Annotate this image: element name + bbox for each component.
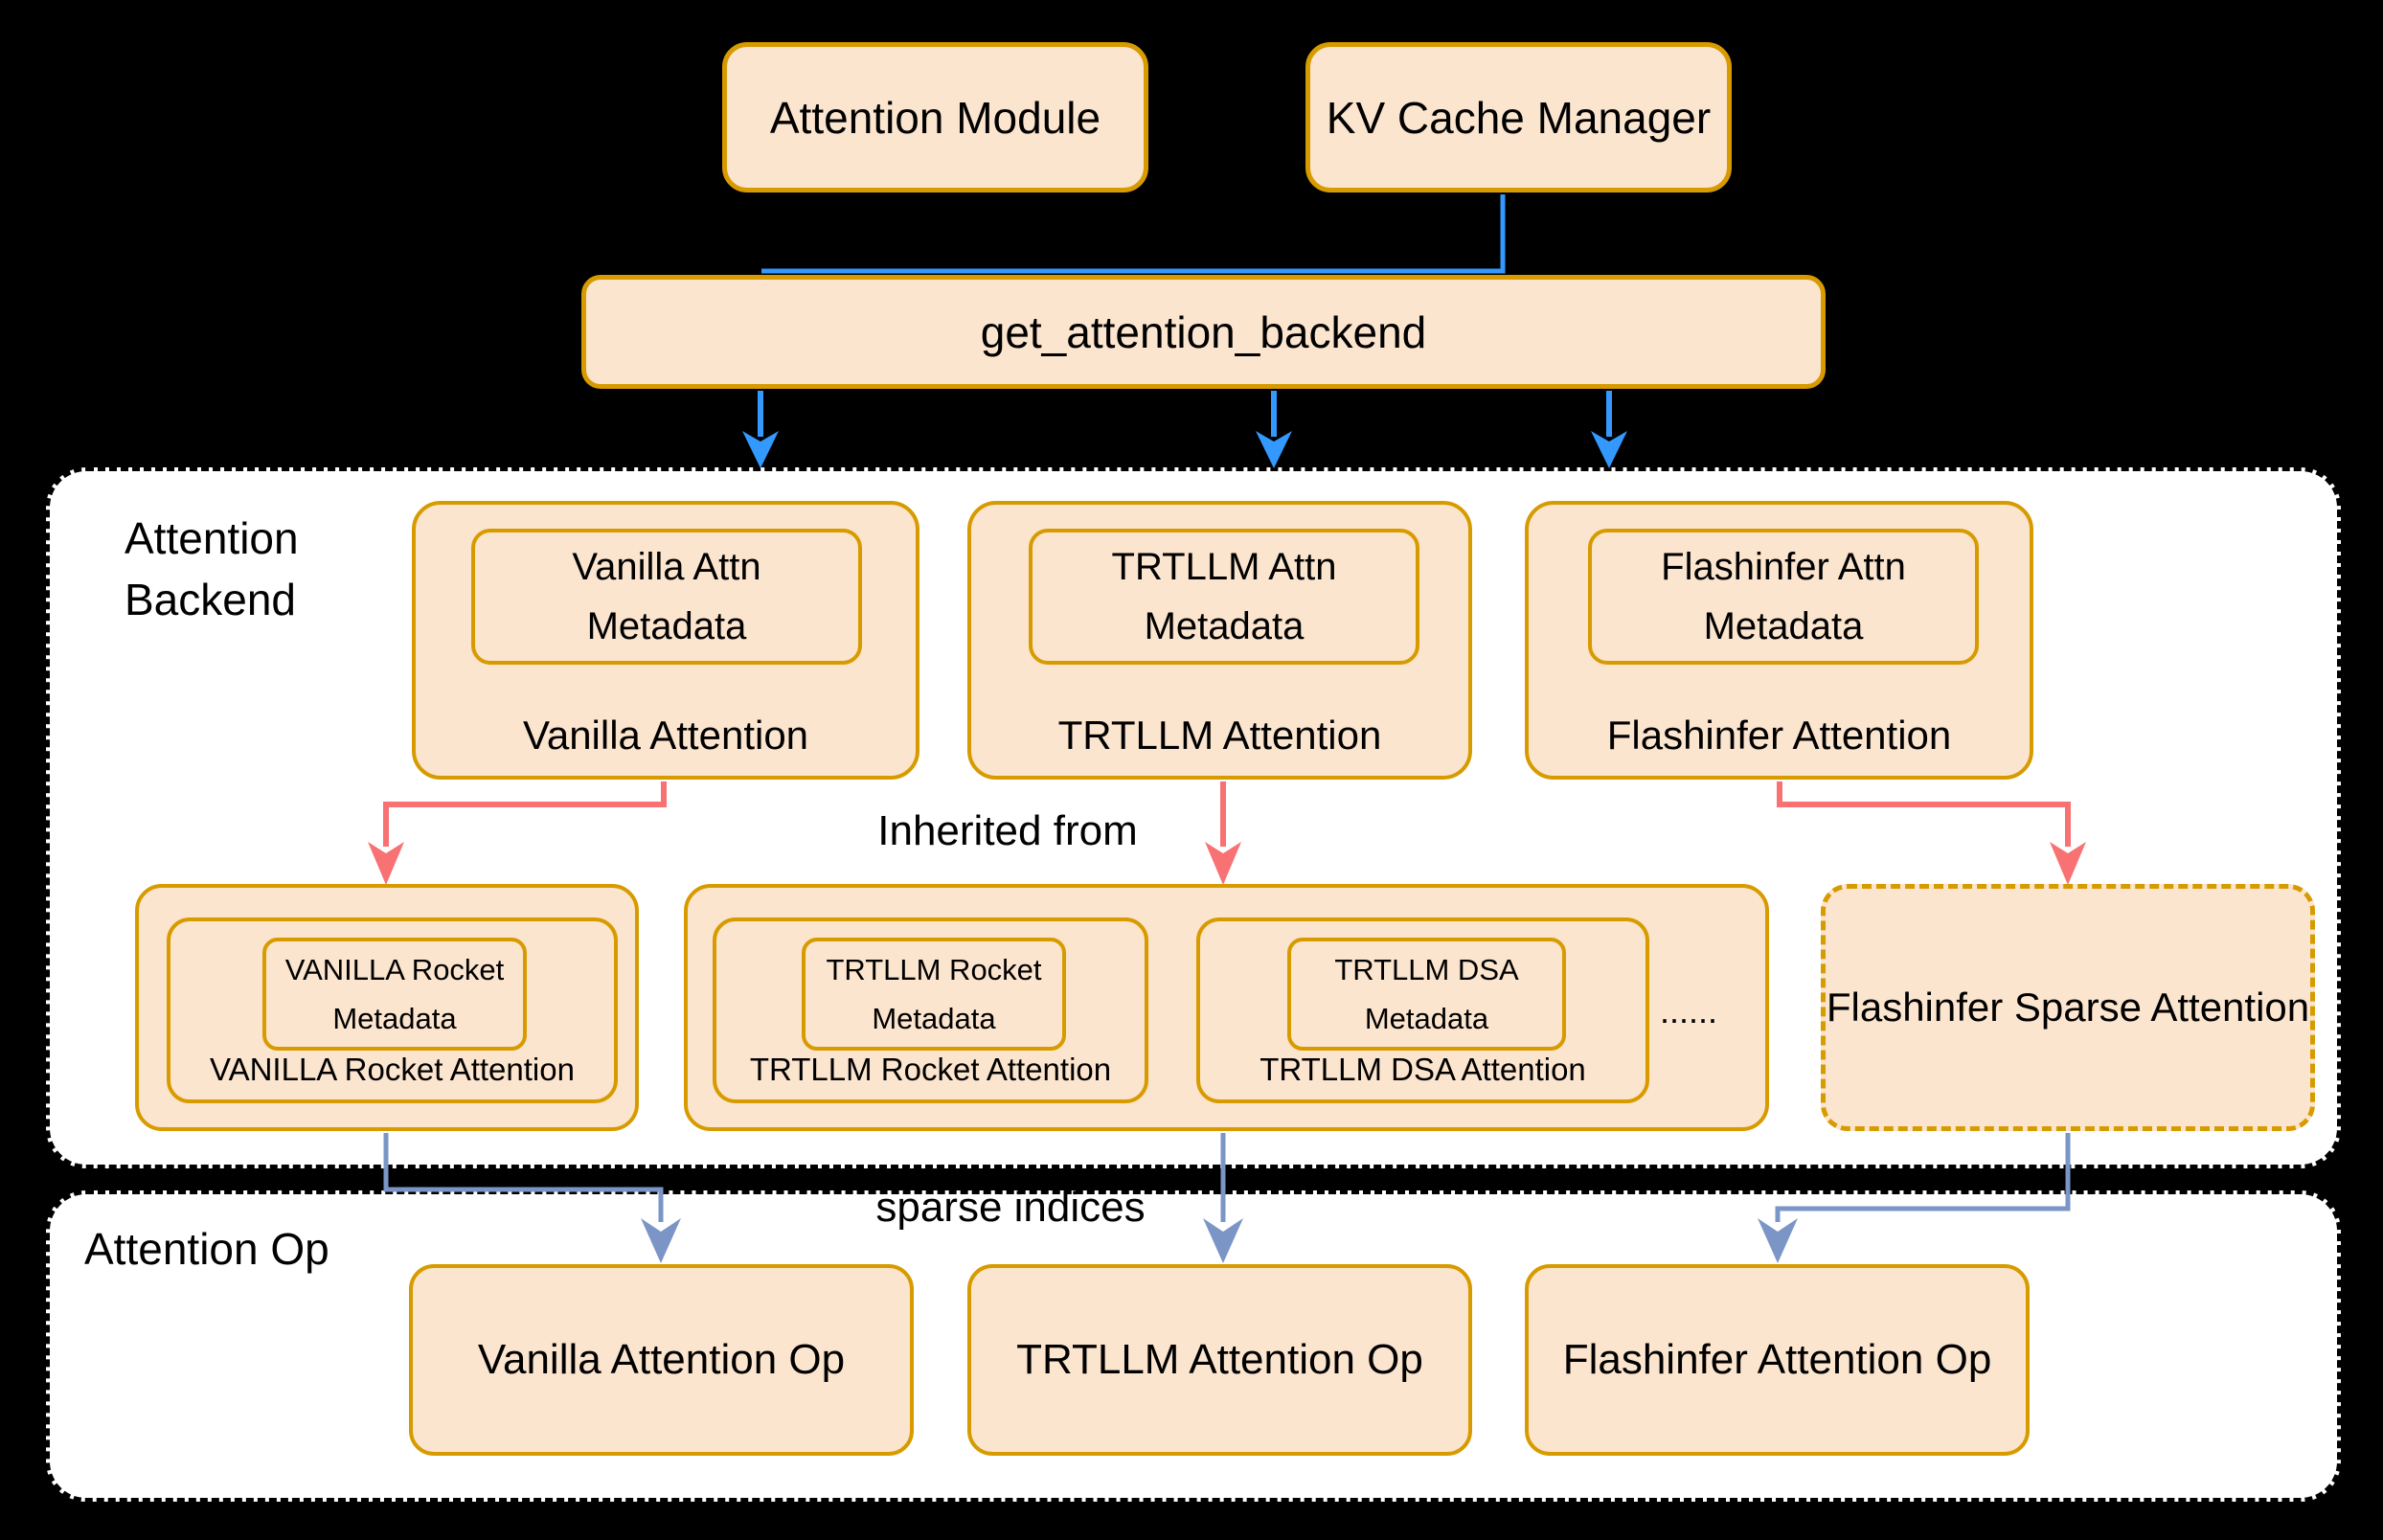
kv-cache-manager-label: KV Cache Manager	[1326, 92, 1712, 143]
vanilla-attention-op-label: Vanilla Attention Op	[477, 1336, 846, 1383]
more-backends-ellipsis: ......	[1660, 991, 1718, 1030]
attention-backend-label: Attention Backend	[125, 508, 299, 630]
trtllm-dsa-metadata-node: TRTLLM DSA Metadata	[1287, 938, 1566, 1051]
get-attention-backend-node: get_attention_backend	[581, 275, 1826, 389]
trtllm-attention-op-label: TRTLLM Attention Op	[1016, 1336, 1423, 1383]
trtllm-attention-node: TRTLLM Attn Metadata TRTLLM Attention	[967, 501, 1472, 780]
flashinfer-attention-op-label: Flashinfer Attention Op	[1562, 1336, 1992, 1383]
attention-backend-label-line1: Attention	[125, 513, 299, 563]
kv-cache-manager-node: KV Cache Manager	[1305, 42, 1732, 192]
dispatch-arrow-flashinfer-head	[1591, 431, 1627, 468]
sparse-indices-label: sparse indices	[875, 1184, 1146, 1231]
trtllm-dsa-attention-node: TRTLLM DSA Metadata TRTLLM DSA Attention	[1196, 917, 1649, 1103]
trtllm-rocket-metadata-node: TRTLLM Rocket Metadata	[802, 938, 1066, 1051]
trtllm-derived-group-box: TRTLLM Rocket Metadata TRTLLM Rocket Att…	[684, 884, 1769, 1131]
vanilla-rocket-metadata-node: VANILLA Rocket Metadata	[262, 938, 527, 1051]
attention-module-node: Attention Module	[722, 42, 1148, 192]
vanilla-rocket-attention-node: VANILLA Rocket Metadata VANILLA Rocket A…	[167, 917, 618, 1103]
vanilla-attention-node: Vanilla Attn Metadata Vanilla Attention	[412, 501, 919, 780]
vanilla-rocket-attention-name: VANILLA Rocket Attention	[210, 1052, 575, 1087]
vanilla-attn-metadata-node: Vanilla Attn Metadata	[471, 529, 862, 665]
get-attention-backend-label: get_attention_backend	[980, 306, 1427, 357]
trtllm-dsa-metadata-line2: Metadata	[1364, 1001, 1489, 1035]
flashinfer-sparse-attention-label: Flashinfer Sparse Attention	[1826, 985, 2310, 1030]
vanilla-rocket-outer-box: VANILLA Rocket Metadata VANILLA Rocket A…	[135, 884, 639, 1131]
flashinfer-attention-op-node: Flashinfer Attention Op	[1525, 1264, 2030, 1456]
trtllm-rocket-metadata-line1: TRTLLM Rocket	[826, 952, 1042, 986]
trtllm-attn-metadata-line2: Metadata	[1144, 605, 1305, 647]
trtllm-dsa-attention-name: TRTLLM DSA Attention	[1260, 1052, 1586, 1087]
flashinfer-attn-metadata-line2: Metadata	[1703, 605, 1864, 647]
kv-cache-manager-connector-line	[761, 194, 1506, 274]
attention-backend-label-line2: Backend	[125, 575, 297, 624]
trtllm-attention-op-node: TRTLLM Attention Op	[967, 1264, 1472, 1456]
attention-op-label: Attention Op	[84, 1224, 329, 1274]
trtllm-attention-name: TRTLLM Attention	[1057, 713, 1382, 758]
trtllm-dsa-metadata-line1: TRTLLM DSA	[1334, 952, 1519, 986]
inherited-from-label: Inherited from	[877, 807, 1138, 854]
trtllm-rocket-attention-node: TRTLLM Rocket Metadata TRTLLM Rocket Att…	[713, 917, 1148, 1103]
attention-module-label: Attention Module	[769, 92, 1101, 143]
flashinfer-attention-node: Flashinfer Attn Metadata Flashinfer Atte…	[1525, 501, 2033, 780]
flashinfer-sparse-attention-node: Flashinfer Sparse Attention	[1821, 884, 2315, 1131]
vanilla-rocket-metadata-line2: Metadata	[332, 1001, 457, 1035]
trtllm-rocket-metadata-line2: Metadata	[872, 1001, 996, 1035]
vanilla-attention-op-node: Vanilla Attention Op	[409, 1264, 914, 1456]
flashinfer-attn-metadata-line1: Flashinfer Attn	[1661, 546, 1906, 588]
vanilla-attn-metadata-line2: Metadata	[586, 605, 747, 647]
flashinfer-attention-name: Flashinfer Attention	[1606, 713, 1952, 758]
trtllm-attn-metadata-node: TRTLLM Attn Metadata	[1029, 529, 1419, 665]
flashinfer-attn-metadata-node: Flashinfer Attn Metadata	[1588, 529, 1979, 665]
vanilla-rocket-metadata-line1: VANILLA Rocket	[284, 952, 505, 986]
dispatch-arrow-vanilla-head	[742, 431, 779, 468]
dispatch-arrow-trtllm-head	[1256, 431, 1292, 468]
vanilla-attn-metadata-line1: Vanilla Attn	[572, 546, 761, 588]
trtllm-attn-metadata-line1: TRTLLM Attn	[1111, 546, 1337, 588]
vanilla-attention-name: Vanilla Attention	[522, 713, 809, 758]
trtllm-rocket-attention-name: TRTLLM Rocket Attention	[749, 1052, 1112, 1087]
